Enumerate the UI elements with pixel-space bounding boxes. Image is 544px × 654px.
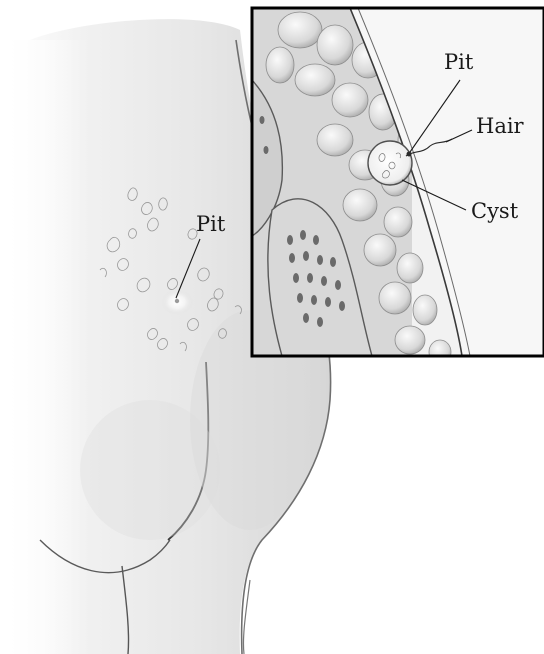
- inset-panel: [252, 8, 544, 364]
- cyst-label: Cyst: [471, 201, 518, 222]
- body-pit-label: Pit: [196, 214, 225, 235]
- hair-label: Hair: [476, 116, 524, 137]
- inset-pit-label: Pit: [444, 52, 473, 73]
